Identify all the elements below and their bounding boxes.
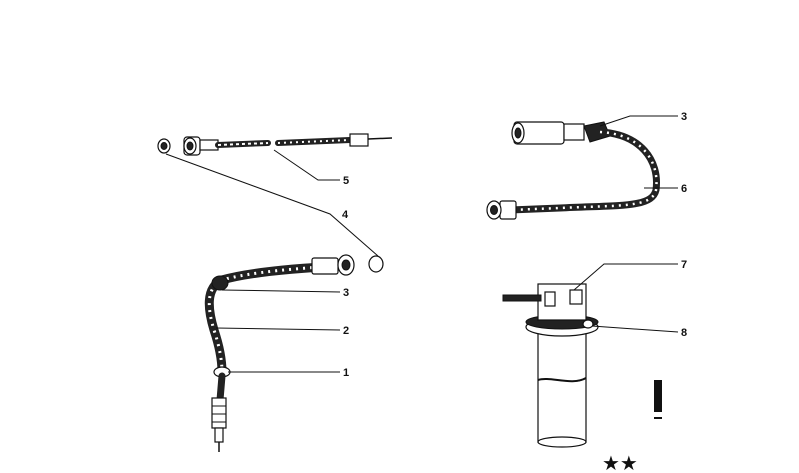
- leader-4: [165, 153, 379, 257]
- fitting-bottom: [211, 397, 227, 429]
- part-sender-unit: [502, 283, 599, 448]
- fitting-tip: [214, 427, 224, 443]
- leader-3-right: [599, 115, 678, 127]
- callout-7: 7: [681, 259, 687, 271]
- fitting-left-hole: [186, 141, 194, 151]
- sender-tube: [537, 329, 587, 443]
- leader-3-left: [221, 289, 341, 293]
- sleeve-grommet: [211, 275, 229, 291]
- coupler-nut: [563, 123, 585, 141]
- sender-tube-bottom: [537, 436, 587, 448]
- callout-2: 2: [343, 325, 349, 337]
- callout-6: 6: [681, 183, 687, 195]
- cable-lower: [216, 372, 226, 404]
- fitting-top-nut-hole: [341, 259, 351, 271]
- leader-8: [591, 325, 679, 333]
- end-nut-hole: [490, 205, 498, 215]
- end-fitting: [499, 200, 517, 220]
- leader-5: [273, 149, 340, 181]
- callout-4: 4: [342, 209, 349, 221]
- part-cable-short: [157, 133, 393, 156]
- terminal-b: [569, 289, 583, 305]
- callout-3-right: 3: [681, 111, 687, 123]
- cable-texture-a: [217, 142, 269, 146]
- sender-band: [537, 377, 587, 383]
- terminal-a: [544, 291, 556, 307]
- star-marks: ★★: [602, 451, 638, 473]
- leader-7: [573, 263, 678, 291]
- cap-nut-right: [368, 255, 384, 273]
- lever-arm: [502, 294, 542, 302]
- ferrule-right: [349, 133, 369, 147]
- cable-sheath-left-texture: [207, 264, 341, 373]
- cable-sheath-right-texture: [509, 130, 658, 212]
- cable-texture-b: [277, 139, 351, 144]
- screw-8: [582, 319, 594, 329]
- fitting-top: [311, 257, 339, 275]
- edge-fragment: [654, 380, 662, 412]
- callout-8: 8: [681, 327, 687, 339]
- inner-wire: [367, 137, 393, 140]
- leader-2: [215, 327, 341, 331]
- part-cable-long-left: [204, 254, 384, 452]
- callout-5: 5: [343, 175, 349, 187]
- cable-sheath-left: [204, 261, 345, 377]
- part-cable-right: [486, 121, 660, 220]
- callout-3-left: 3: [343, 287, 349, 299]
- coupler-hole: [514, 127, 522, 139]
- callout-1: 1: [343, 367, 349, 379]
- cap-nut-left-hole: [160, 142, 168, 150]
